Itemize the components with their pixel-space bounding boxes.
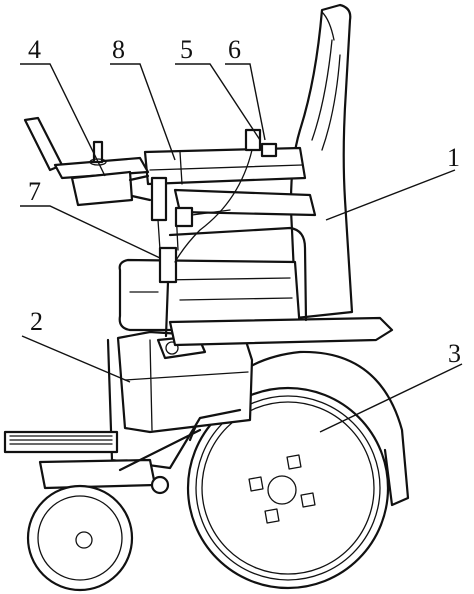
label-4: 4 <box>28 35 41 64</box>
label-3: 3 <box>448 339 461 368</box>
label-6: 6 <box>228 35 241 64</box>
label-2: 2 <box>30 307 43 336</box>
control-box <box>143 146 317 217</box>
joystick-panel <box>23 116 152 207</box>
label-1: 1 <box>447 143 460 172</box>
leader-lines <box>20 63 463 433</box>
footrest-and-caster <box>3 428 202 592</box>
lift-column <box>150 176 231 338</box>
lower-chassis <box>106 330 254 470</box>
label-8: 8 <box>112 35 125 64</box>
reference-labels: 1 2 3 4 5 6 7 8 <box>28 35 461 368</box>
label-5: 5 <box>180 35 193 64</box>
label-7: 7 <box>28 177 41 206</box>
